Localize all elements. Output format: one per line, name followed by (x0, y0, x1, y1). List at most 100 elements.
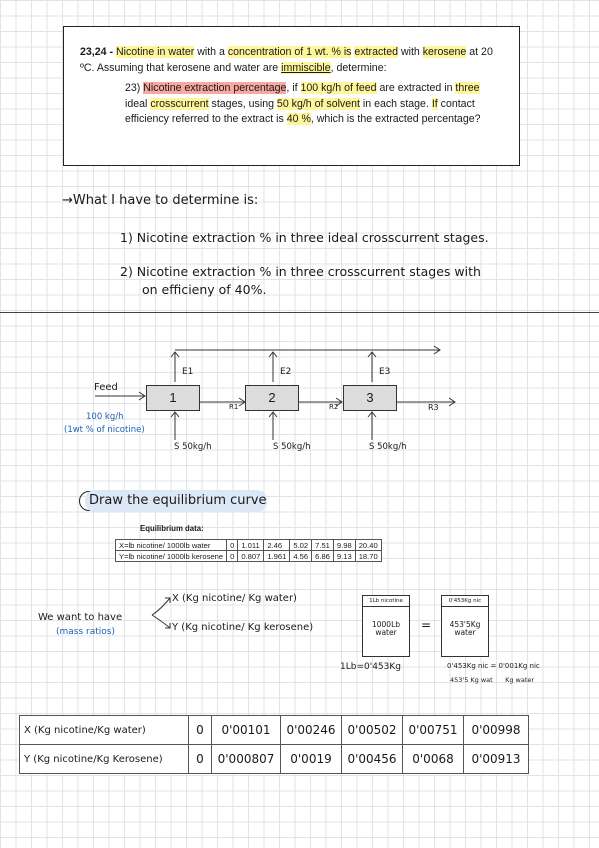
text-run: contact efficiency referred to the extra… (125, 97, 475, 126)
table-cell: 0'00246 (280, 715, 342, 745)
text-run: stages, using (208, 97, 277, 110)
table-cell: 6.86 (311, 550, 334, 562)
problem-paragraph-1: 23,24 - Nicotine in water with a concent… (80, 45, 503, 76)
table-cell: 9.13 (332, 550, 356, 562)
conversion-box-lb-value: 1000Lb water (371, 620, 401, 637)
hl-extracted: extracted (354, 46, 398, 58)
text-run: are extracted in (376, 82, 456, 94)
equilibrium-table: X=lb nicotine/ 1000lb water 0 1.011 2.46… (114, 539, 382, 562)
notes-item-2b: on efficieny of 40%. (142, 282, 267, 297)
mass-ratios-label: (mass ratios) (56, 627, 115, 637)
table-cell: 0'00913 (463, 744, 529, 774)
table-cell: 0'0068 (402, 744, 464, 774)
notes-heading: →What I have to determine is: (62, 193, 259, 208)
conversion-box-lb-top: 1Lb nicotine (363, 596, 409, 607)
notes-item-2a: 2) Nicotine extraction % in three crossc… (120, 264, 481, 279)
table-row: Y=lb nicotine/ 1000lb kerosene 0 0.807 1… (114, 550, 382, 562)
raffinate-label-1: R1 (229, 403, 239, 411)
conversion-box-kg: 0'453Kg nic 453'5Kg water (441, 595, 489, 657)
table-row: Y (Kg nicotine/Kg Kerosene) 0 0'000807 0… (19, 744, 529, 774)
text-run: with (398, 46, 423, 58)
table-cell: 1.961 (263, 550, 291, 562)
extract-arrowhead (433, 345, 441, 355)
table-cell: 1.011 (237, 539, 265, 551)
extract-label-2: E2 (280, 367, 292, 377)
table-cell: 0'00502 (341, 715, 403, 745)
table-cell: 0'0019 (280, 744, 342, 774)
extract-label-3: E3 (379, 367, 391, 377)
lb-kg-note: 1Lb=0'453Kg (340, 662, 401, 672)
table-cell: X=lb nicotine/ 1000lb water (114, 539, 228, 551)
table-cell: 0'00998 (463, 715, 529, 745)
hl-nicotine-water: Nicotine in water (115, 46, 195, 58)
text-run: , if (286, 82, 301, 94)
text-run: 23) (125, 82, 141, 94)
table-cell: 0 (226, 539, 239, 551)
solvent-label-2: S 50kg/h (273, 442, 311, 452)
stage-2: 2 (245, 385, 299, 411)
y-definition: Y (Kg nicotine/ Kg kerosene) (172, 622, 314, 633)
table-cell: 4.56 (289, 550, 313, 562)
step-title: Draw the equilibrium curve (89, 493, 267, 508)
table-cell: X (Kg nicotine/Kg water) (19, 715, 189, 745)
solvent-label-1: S 50kg/h (174, 442, 212, 452)
feed-label: Feed (94, 382, 118, 393)
crosscurrent-diagram-lines (95, 345, 456, 440)
table-cell: 0.807 (237, 550, 265, 562)
solvent-label-3: S 50kg/h (369, 442, 407, 452)
feed-composition-label: (1wt % of nicotine) (64, 425, 145, 435)
table-cell: Y=lb nicotine/ 1000lb kerosene (114, 550, 228, 562)
problem-statement-box: 23,24 - Nicotine in water with a concent… (63, 26, 520, 166)
stage-3: 3 (343, 385, 397, 411)
table-cell: 0'000807 (211, 744, 281, 774)
table-cell: 9.98 (332, 539, 356, 551)
hl-kerosene: kerosene (422, 46, 467, 58)
hl-crosscurrent: crosscurrent (150, 97, 209, 110)
conversion-note-b: 453'5 Kg wat Kg water (450, 676, 535, 684)
hl-efficiency: 40 % (286, 113, 311, 125)
section-divider (0, 312, 599, 313)
x-definition: X (Kg nicotine/ Kg water) (172, 593, 297, 604)
hl-immiscible: immiscible (281, 61, 331, 74)
text-run: , which is the extracted percentage? (310, 113, 481, 125)
table-cell: Y (Kg nicotine/Kg Kerosene) (19, 744, 189, 774)
step-title-highlight (85, 490, 267, 512)
hl-solvent: 50 kg/h of solvent (276, 97, 360, 110)
hl-feed: 100 kg/h of feed (300, 82, 377, 94)
table-cell: 0 (188, 715, 212, 745)
text-run: , determine: (330, 61, 387, 74)
brace-arrows (151, 597, 171, 629)
table-cell: 5.02 (289, 539, 313, 551)
hl-concentration: concentration of 1 wt. % is (227, 46, 352, 58)
text-run: ideal (125, 97, 151, 110)
text-run: with a (194, 46, 228, 58)
table-cell: 18.70 (354, 550, 382, 562)
table-cell: 0'00101 (211, 715, 281, 745)
text-run: at 20 ºC. Assuming that kerosene and wat… (80, 46, 493, 74)
conversion-box-lb: 1Lb nicotine 1000Lb water (362, 595, 410, 657)
table-cell: 2.46 (263, 539, 291, 551)
table-row: X (Kg nicotine/Kg water) 0 0'00101 0'002… (19, 715, 529, 745)
stage-1: 1 (146, 385, 200, 411)
hl-three: three (455, 82, 480, 94)
raffinate-label-3: R3 (428, 403, 439, 412)
table-cell: 20.40 (354, 539, 382, 551)
feed-rate-label: 100 kg/h (86, 412, 124, 422)
table-cell: 0'00751 (402, 715, 464, 745)
conversion-equals: = (421, 618, 432, 632)
conversion-box-kg-top: 0'453Kg nic (442, 596, 488, 607)
equilibrium-title: Equilibrium data: (140, 524, 204, 533)
text-run: in each stage. (359, 97, 432, 110)
extract-label-1: E1 (182, 367, 194, 377)
hl-if: If (431, 97, 438, 110)
problem-paragraph-2: 23) Nicotine extraction percentage, if 1… (125, 81, 503, 128)
table-cell: 0 (188, 744, 212, 774)
problem-number: 23,24 - (80, 46, 113, 58)
table-row: X=lb nicotine/ 1000lb water 0 1.011 2.46… (114, 539, 382, 551)
raffinate-label-2: R2 (329, 403, 339, 411)
notes-item-1: 1) Nicotine extraction % in three ideal … (120, 230, 489, 245)
mass-ratio-table: X (Kg nicotine/Kg water) 0 0'00101 0'002… (19, 715, 529, 774)
table-cell: 7.51 (311, 539, 334, 551)
table-cell: 0'00456 (341, 744, 403, 774)
table-cell: 0 (226, 550, 239, 562)
